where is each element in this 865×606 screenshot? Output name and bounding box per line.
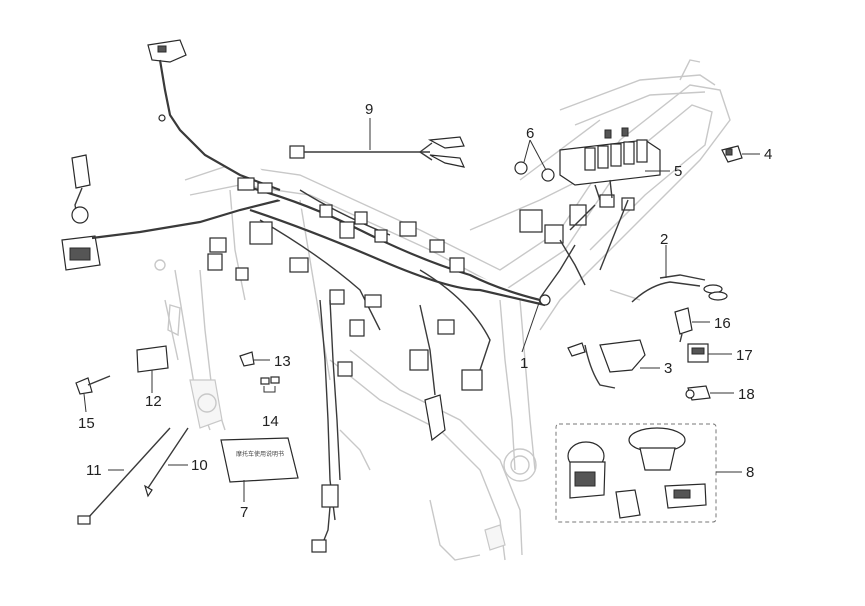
leader-lines <box>83 118 760 502</box>
callout-12: 12 <box>145 393 162 410</box>
manual-cover-text: 摩托车使用说明书 <box>236 450 284 458</box>
part-4-connector-clip <box>721 145 743 163</box>
part-9-lead-wire <box>289 136 466 168</box>
callout-15: 15 <box>78 415 95 432</box>
part-18-connector <box>685 385 711 401</box>
callout-13: 13 <box>274 353 291 370</box>
callout-7: 7 <box>240 504 248 521</box>
part-15-clip <box>75 375 111 395</box>
callout-2: 2 <box>660 231 668 248</box>
callout-3: 3 <box>664 360 672 377</box>
part-12-strap <box>136 345 169 373</box>
part-13-clip <box>239 351 255 367</box>
callout-1: 1 <box>520 355 528 372</box>
part-8-ignition-lock-set <box>555 423 717 523</box>
part-17-relay <box>687 343 709 363</box>
part-16-sensor <box>674 307 693 343</box>
part-5-fuse-box <box>559 127 661 201</box>
callout-5: 5 <box>674 163 682 180</box>
main-wiring-harness <box>61 39 635 553</box>
callout-18: 18 <box>738 386 755 403</box>
callout-6: 6 <box>526 125 534 142</box>
part-10-cable-tie <box>143 427 189 498</box>
motorcycle-frame <box>154 59 731 561</box>
part-2-ground-wire <box>631 274 728 303</box>
part-11-cable-tie <box>77 427 171 525</box>
part-6-screws <box>514 161 555 182</box>
callout-10: 10 <box>191 457 208 474</box>
callout-17: 17 <box>736 347 753 364</box>
callout-4: 4 <box>764 146 772 163</box>
callout-16: 16 <box>714 315 731 332</box>
callout-numbers: 1 2 3 4 5 6 7 8 9 10 11 12 13 14 15 16 1… <box>78 101 772 521</box>
callout-14: 14 <box>262 413 279 430</box>
part-7-owner-manual: 摩托车使用说明书 <box>220 437 299 483</box>
callout-8: 8 <box>746 464 754 481</box>
callout-9: 9 <box>365 101 373 118</box>
part-3-battery-cable <box>567 339 646 389</box>
callout-11: 11 <box>86 462 102 479</box>
part-14-caps <box>260 376 280 393</box>
